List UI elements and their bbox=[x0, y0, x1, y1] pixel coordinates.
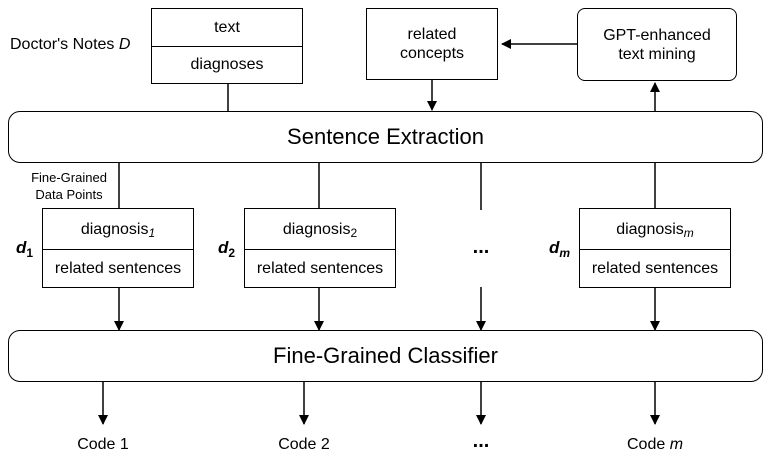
d2-label: d2 bbox=[218, 238, 236, 260]
doctors-notes-text: Doctor's Notes bbox=[10, 36, 119, 53]
d2-var: d bbox=[218, 238, 229, 257]
doctors-notes-label: Doctor's Notes D bbox=[10, 35, 130, 54]
fine-grained-classifier-bar: Fine-Grained Classifier bbox=[8, 330, 763, 382]
sentence-extraction-bar: Sentence Extraction bbox=[8, 111, 763, 163]
dm-var: d bbox=[549, 238, 560, 257]
doctors-notes-var: D bbox=[118, 36, 131, 53]
code-m-var: m bbox=[669, 436, 684, 453]
gpt-text-mining-text: GPT-enhanced text mining bbox=[603, 26, 711, 63]
code-m: Code m bbox=[610, 435, 700, 454]
code-2: Code 2 bbox=[278, 436, 330, 453]
diagnosis-m-sentences: related sentences bbox=[591, 259, 719, 277]
code-m-text: Code bbox=[626, 436, 670, 453]
dm-var-sub: m bbox=[559, 246, 571, 260]
diagnosis-m-sub: m bbox=[683, 225, 694, 240]
code-ellipsis: ... bbox=[472, 430, 490, 452]
notes-text-row: text bbox=[152, 9, 302, 47]
d2-var-sub: 2 bbox=[228, 246, 236, 260]
diagnosis-2-text: diagnosis bbox=[282, 220, 351, 238]
d1-var-sub: 1 bbox=[26, 246, 34, 260]
diagnosis-1-text: diagnosis bbox=[80, 220, 149, 238]
diagnosis-1-sub: 1 bbox=[148, 225, 156, 240]
related-concepts-text: related concepts bbox=[399, 26, 465, 62]
diagnosis-2-sentences: related sentences bbox=[256, 259, 384, 277]
doctors-notes-box: text diagnoses bbox=[151, 8, 303, 84]
dm-label: dm bbox=[549, 238, 571, 260]
fine-grained-data-points-label: Fine-Grained Data Points bbox=[20, 169, 118, 203]
gpt-text-mining-box: GPT-enhanced text mining bbox=[577, 8, 737, 81]
d1-var: d bbox=[16, 238, 27, 257]
code-1: Code 1 bbox=[77, 436, 129, 453]
related-concepts-box: related concepts bbox=[366, 8, 498, 80]
diagnosis-m-text: diagnosis bbox=[616, 220, 684, 238]
notes-diagnoses-row: diagnoses bbox=[190, 56, 264, 73]
diagnosis-2-sub: 2 bbox=[350, 225, 358, 240]
diagnosis-ellipsis: ... bbox=[462, 237, 500, 257]
d1-label: d1 bbox=[16, 238, 34, 260]
diagnosis-1-sentences: related sentences bbox=[54, 259, 182, 277]
